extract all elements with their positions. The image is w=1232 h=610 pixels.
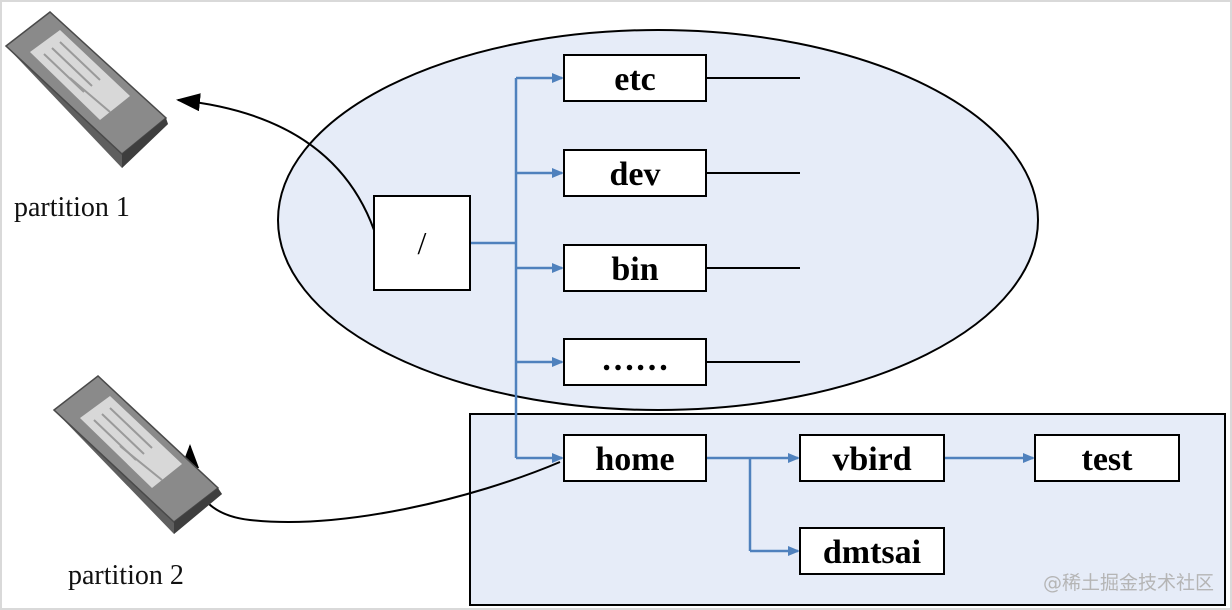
root-label: / bbox=[418, 225, 427, 261]
dmtsai-box bbox=[799, 527, 945, 575]
hard-disk-icon bbox=[4, 11, 168, 168]
trailing-lines bbox=[706, 77, 800, 363]
dev-box bbox=[563, 149, 707, 197]
dmtsai-label: dmtsai bbox=[823, 534, 921, 571]
etc-box bbox=[563, 54, 707, 102]
bin-label: bin bbox=[611, 251, 658, 288]
home-label: home bbox=[595, 441, 674, 478]
home-connectors bbox=[706, 453, 1035, 556]
partition-2-label: partition 2 bbox=[68, 560, 184, 591]
watermark: @稀土掘金技术社区 bbox=[1043, 572, 1214, 594]
more-label: …… bbox=[601, 341, 669, 378]
root-connectors bbox=[470, 73, 564, 463]
root-box bbox=[373, 195, 471, 291]
dev-label: dev bbox=[610, 156, 661, 193]
test-box bbox=[1034, 434, 1180, 482]
partition-1-region bbox=[277, 29, 1039, 411]
bin-box bbox=[563, 244, 707, 292]
test-label: test bbox=[1082, 441, 1134, 478]
more-box bbox=[563, 338, 707, 386]
root-to-partition-1-arrow bbox=[176, 93, 375, 231]
hard-disk-icon bbox=[52, 375, 222, 534]
partition-1-label: partition 1 bbox=[14, 192, 130, 223]
home-box bbox=[563, 434, 707, 482]
vbird-box bbox=[799, 434, 945, 482]
vbird-label: vbird bbox=[832, 441, 911, 478]
etc-label: etc bbox=[614, 61, 656, 98]
